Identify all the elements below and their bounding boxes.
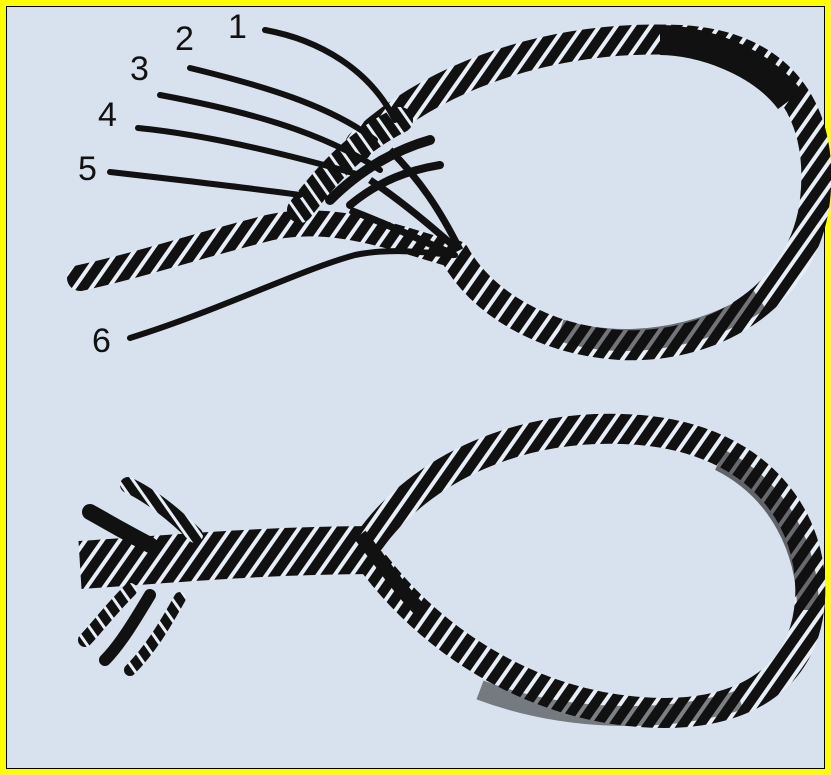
label-strand-4: 4 (98, 96, 117, 134)
strand-5 (110, 172, 300, 195)
bottom-spliced-body (80, 550, 380, 565)
tail-1 (128, 485, 195, 535)
top-splice-figure: 1 2 3 4 5 6 (78, 8, 816, 360)
label-strand-1: 1 (228, 8, 247, 46)
label-strand-5: 5 (78, 150, 97, 188)
strand-1 (265, 30, 395, 120)
bottom-splice-figure (80, 429, 810, 716)
label-strand-6: 6 (92, 322, 111, 360)
label-strand-3: 3 (130, 50, 149, 88)
label-strand-2: 2 (175, 20, 194, 58)
strand-4 (138, 128, 360, 175)
